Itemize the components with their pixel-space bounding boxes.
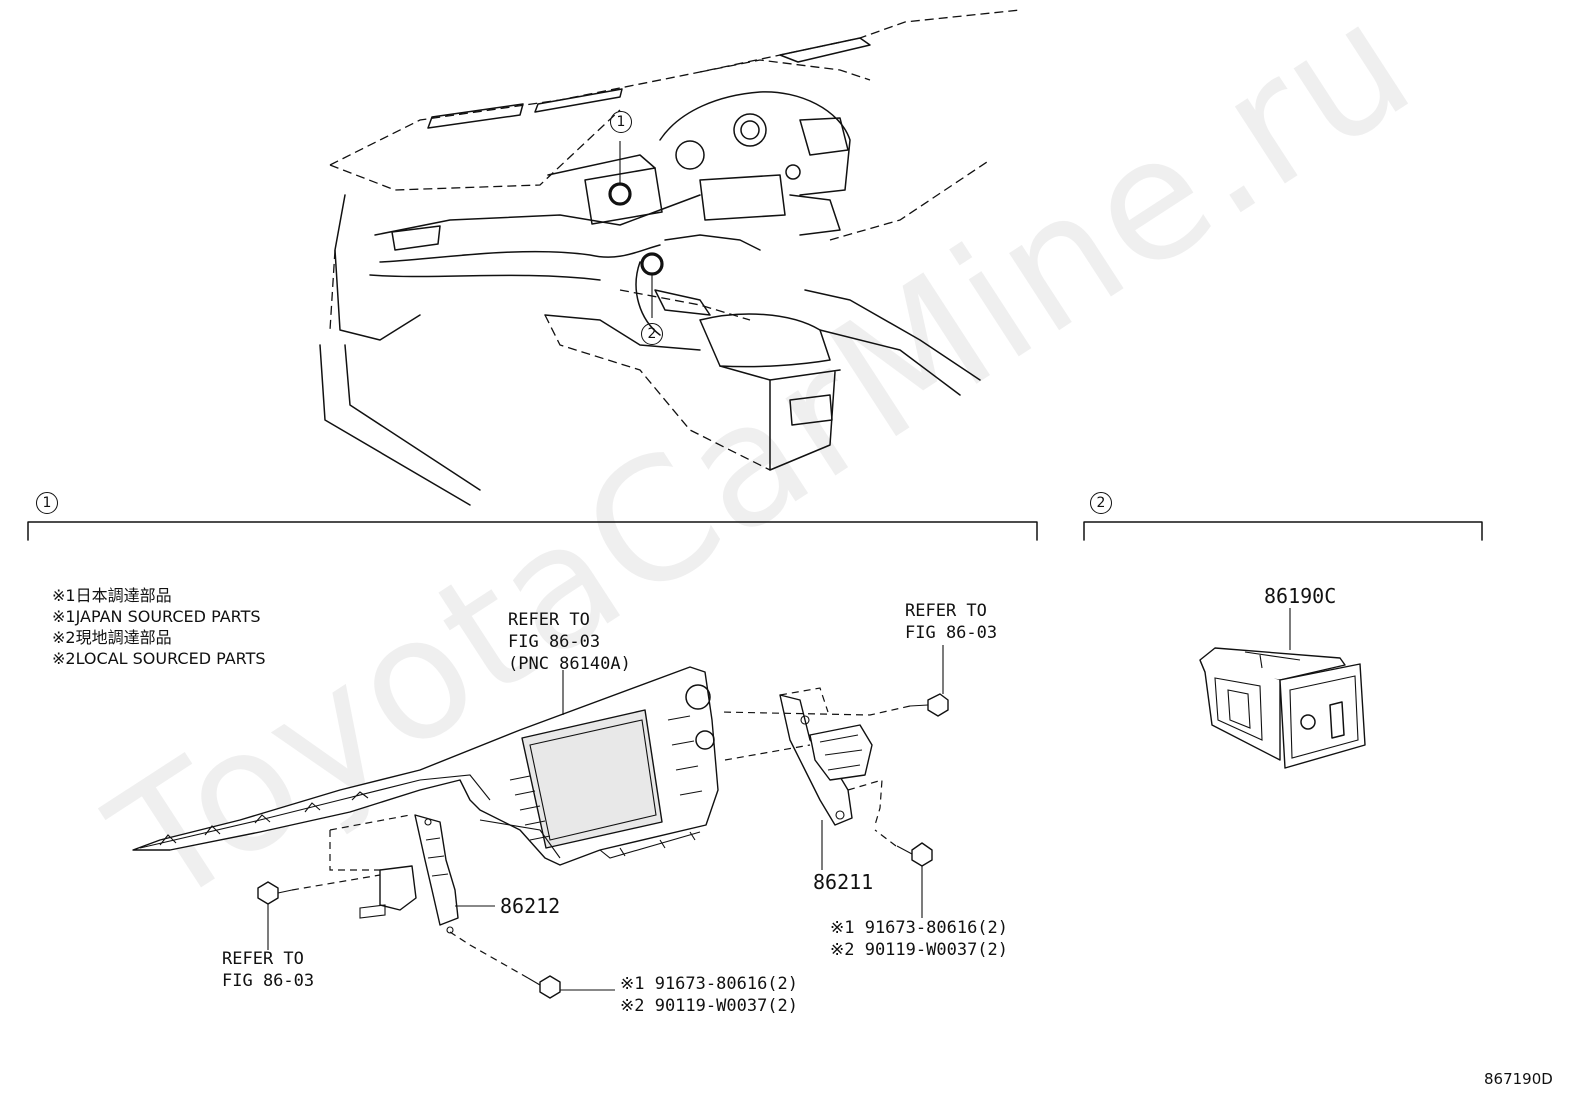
screw-right-1[interactable]: ※1 91673-80616(2)	[830, 918, 1009, 938]
part-86190c[interactable]: 86190C	[1264, 584, 1337, 608]
note-2-jp: ※2現地調達部品	[52, 628, 172, 647]
section-1-callout: 1	[36, 492, 58, 514]
note-1-en: ※1JAPAN SOURCED PARTS	[52, 607, 261, 626]
refer-center-line1[interactable]: REFER TO	[508, 610, 590, 630]
assembly-lines	[291, 705, 911, 979]
display-panel-drawing	[132, 666, 719, 866]
refer-right-line2[interactable]: FIG 86-03	[905, 623, 998, 643]
usb-unit-drawing	[1199, 647, 1366, 769]
screw-bottom-1[interactable]: ※1 91673-80616(2)	[620, 974, 799, 994]
refer-center-line3[interactable]: (PNC 86140A)	[508, 654, 631, 674]
dashboard-overview-drawing	[319, 9, 1021, 506]
refer-left-line1[interactable]: REFER TO	[222, 949, 304, 969]
refer-left-line2[interactable]: FIG 86-03	[222, 971, 315, 991]
section-1-bracket	[27, 521, 1038, 541]
diagram-code: 867190D	[1484, 1070, 1553, 1088]
bracket-86212-drawing	[329, 814, 459, 934]
note-2-en: ※2LOCAL SOURCED PARTS	[52, 649, 266, 668]
screw-bottom-2[interactable]: ※2 90119-W0037(2)	[620, 996, 799, 1016]
bracket-86211-drawing	[779, 687, 883, 826]
part-86211[interactable]: 86211	[813, 870, 874, 894]
screws-drawing	[257, 693, 949, 999]
callout-1-overview: 1	[610, 111, 632, 133]
part-86212[interactable]: 86212	[500, 894, 561, 918]
callout-2-overview: 2	[641, 323, 663, 345]
leader-lines	[455, 608, 1291, 907]
section-2-bracket	[1083, 521, 1483, 541]
screw-right-2[interactable]: ※2 90119-W0037(2)	[830, 940, 1009, 960]
section-2-callout: 2	[1090, 492, 1112, 514]
refer-right-line1[interactable]: REFER TO	[905, 601, 987, 621]
refer-center-line2[interactable]: FIG 86-03	[508, 632, 601, 652]
note-1-jp: ※1日本調達部品	[52, 586, 172, 605]
